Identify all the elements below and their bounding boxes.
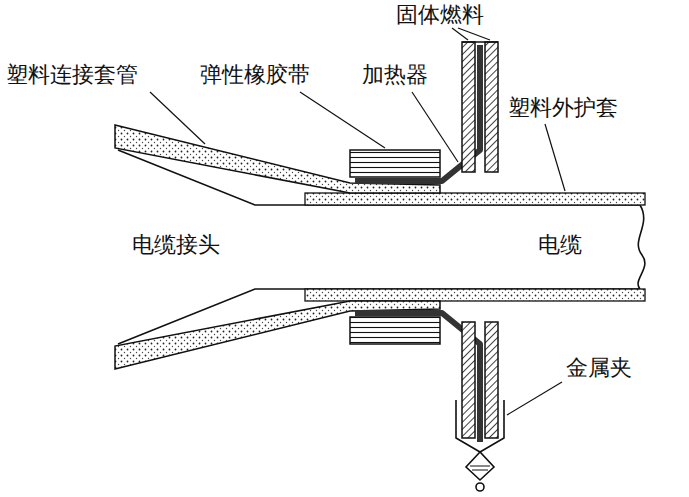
part-label: 固体燃料 (396, 2, 484, 28)
part-label: 加热器 (362, 62, 428, 88)
connecting-sleeve (115, 125, 440, 369)
leader-lines (150, 28, 565, 415)
part-label: 弹性橡胶带 (200, 62, 310, 88)
solid-fuel (462, 42, 498, 438)
outer-jacket (305, 193, 645, 301)
part-label: 金属夹 (566, 355, 632, 381)
part-label: 塑料连接套管 (6, 62, 138, 88)
part-label: 塑料外护套 (508, 95, 618, 121)
metal-clip (456, 400, 504, 491)
part-label: 电缆接头 (132, 232, 220, 258)
part-label: 电缆 (538, 232, 582, 258)
